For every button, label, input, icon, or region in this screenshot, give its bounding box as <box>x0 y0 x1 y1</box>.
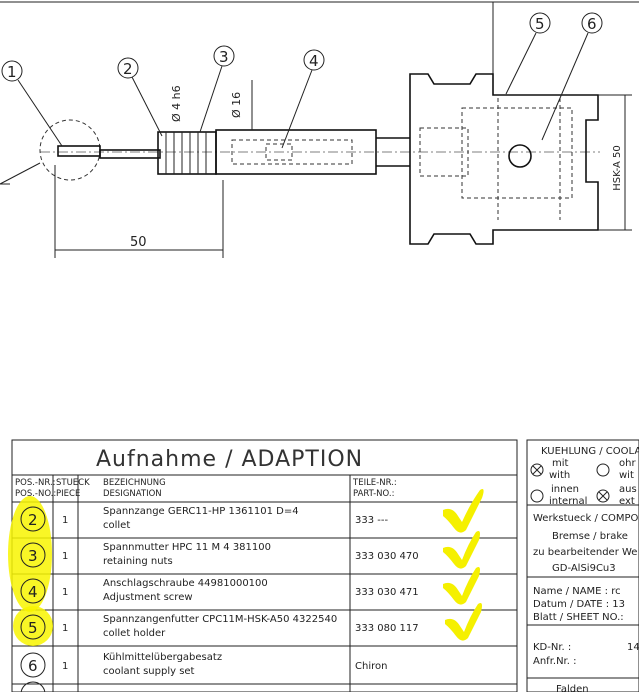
header-desc-1: BEZEICHNUNG <box>103 478 166 488</box>
callout-6: 6 <box>541 12 603 141</box>
anfr-label: Anfr.Nr. : <box>533 656 576 667</box>
dim-dia4-label: Ø 4 h6 <box>170 85 183 122</box>
header-desc-2: DESIGNATION <box>103 489 162 499</box>
hsk-body <box>409 73 599 245</box>
tool-tip <box>57 145 101 157</box>
table-row: 4 1 Anschlagschraube 44981000100 Adjustm… <box>20 578 419 604</box>
svg-text:1: 1 <box>62 661 68 672</box>
svg-text:1: 1 <box>62 515 68 526</box>
name-field: Name / NAME : rc <box>533 586 621 597</box>
workpiece-name: Bremse / brake <box>552 531 628 542</box>
holder-shank <box>215 129 377 175</box>
svg-text:ohr: ohr <box>619 458 636 469</box>
coolant-port <box>508 144 532 168</box>
svg-text:5: 5 <box>28 619 38 637</box>
svg-text:Kühlmittelübergabesatz: Kühlmittelübergabesatz <box>103 652 222 663</box>
check-mark-icon <box>443 489 484 533</box>
collet-nut <box>157 131 217 175</box>
svg-text:Adjustment screw: Adjustment screw <box>103 592 193 603</box>
svg-text:Spannzange GERC11-HP 1361101: Spannzange GERC11-HP 1361101 D=4 <box>103 506 299 517</box>
table-title: Aufnahme / ADAPTION <box>96 447 363 472</box>
dim-dia16-label: Ø 16 <box>230 92 243 118</box>
header-piece-1: STUECK <box>56 478 90 488</box>
svg-text:333 080 117: 333 080 117 <box>355 623 419 634</box>
svg-text:collet: collet <box>103 520 130 531</box>
svg-text:2: 2 <box>28 511 38 529</box>
svg-text:Anschlagschraube 44981000100: Anschlagschraube 44981000100 <box>103 578 268 589</box>
table-row: 6 1 Kühlmittelübergabesatz coolant suppl… <box>20 652 387 678</box>
sheet-field: Blatt / SHEET NO.: <box>533 612 624 623</box>
table-row: 5 1 Spannzangenfutter CPC11M-HSK-A50 432… <box>20 614 419 640</box>
svg-text:ext: ext <box>619 496 635 507</box>
svg-text:333 ---: 333 --- <box>355 515 388 526</box>
table-row: 2 1 Spannzange GERC11-HP 1361101 D=4 col… <box>20 506 388 532</box>
detail-circle <box>39 119 101 181</box>
svg-text:6: 6 <box>587 15 597 33</box>
svg-text:1: 1 <box>62 551 68 562</box>
coolant-internal-radio[interactable] <box>530 489 544 503</box>
svg-text:wit: wit <box>619 470 634 481</box>
header-pos-1: POS.-NR.: <box>15 478 56 488</box>
highlight-marker <box>8 496 52 612</box>
kd-value: 14 <box>627 642 639 653</box>
coolant-external-radio[interactable] <box>596 489 610 503</box>
svg-text:innen: innen <box>551 484 579 495</box>
svg-text:1: 1 <box>62 587 68 598</box>
svg-text:retaining nuts: retaining nuts <box>103 556 173 567</box>
table-row: 3 1 Spannmutter HPC 11 M 4 381100 retain… <box>20 542 419 568</box>
dim-hsk-label: HSK-A 50 <box>612 145 623 191</box>
date-field: Datum / DATE : 13 <box>533 599 625 610</box>
leader-line <box>0 162 41 185</box>
svg-text:collet holder: collet holder <box>103 628 166 639</box>
svg-text:333 030 471: 333 030 471 <box>355 587 419 598</box>
panel-footer: Falden <box>556 684 589 692</box>
svg-text:5: 5 <box>535 15 545 33</box>
svg-text:with: with <box>549 470 570 481</box>
svg-text:333 030 470: 333 030 470 <box>355 551 419 562</box>
check-mark-icon <box>443 531 480 569</box>
workpiece-material: GD-AlSi9Cu3 <box>552 563 616 574</box>
coolant-title: KUEHLUNG / COOLA <box>541 446 639 457</box>
coolant-without-radio[interactable] <box>596 463 610 477</box>
svg-text:mit: mit <box>552 458 569 469</box>
workpiece-machining: zu bearbeitender We <box>533 547 637 558</box>
svg-text:1: 1 <box>62 623 68 634</box>
tool-shank <box>99 149 161 159</box>
svg-text:aus: aus <box>619 484 637 495</box>
svg-text:4: 4 <box>28 583 38 601</box>
svg-text:Spannmutter HPC 11 M 4 381100: Spannmutter HPC 11 M 4 381100 <box>103 542 271 553</box>
check-mark-icon <box>443 567 480 605</box>
callout-3: 3 <box>199 45 235 133</box>
callout-1: 1 <box>1 60 63 147</box>
svg-text:3: 3 <box>28 547 38 565</box>
workpiece-title: Werkstueck / COMPO <box>533 513 639 524</box>
side-panel <box>526 439 639 692</box>
kd-label: KD-Nr. : <box>533 642 571 653</box>
header-part-2: PART-NO.: <box>353 489 394 499</box>
callout-5: 5 <box>505 12 551 95</box>
header-part-1: TEILE-NR.: <box>352 478 397 488</box>
svg-text:Spannzangenfutter CPC11M-HSK-A: Spannzangenfutter CPC11M-HSK-A50 4322540 <box>103 614 337 625</box>
svg-text:3: 3 <box>219 48 229 66</box>
svg-text:internal: internal <box>549 496 587 507</box>
svg-text:coolant supply set: coolant supply set <box>103 666 195 677</box>
dim-50-label: 50 <box>130 235 147 250</box>
header-pos-2: POS.-NO.: <box>15 489 56 499</box>
callout-4: 4 <box>281 49 325 149</box>
svg-text:Chiron: Chiron <box>355 661 387 672</box>
svg-text:1: 1 <box>7 63 17 81</box>
coolant-with-radio[interactable] <box>530 463 544 477</box>
check-mark-icon <box>445 603 482 641</box>
svg-text:4: 4 <box>309 52 319 70</box>
callout-2: 2 <box>117 57 163 137</box>
svg-text:6: 6 <box>28 657 38 675</box>
header-piece-2: PIECE <box>56 489 80 499</box>
svg-text:2: 2 <box>123 60 133 78</box>
